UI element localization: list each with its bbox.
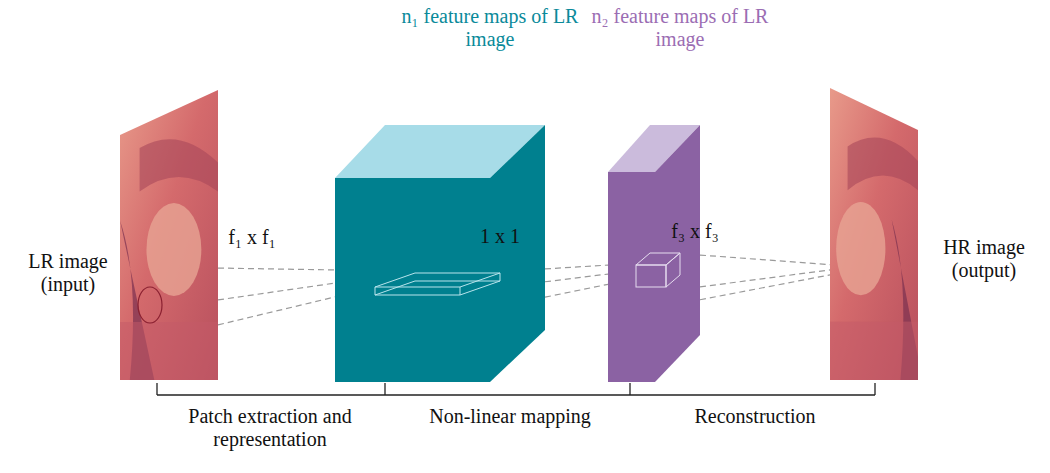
receptive-field-lines [700,255,830,300]
image-label: HR image (output) [932,236,1036,282]
kernel-size: f₁ x f₁ [222,226,282,249]
stage-label: Patch extraction and representation [150,405,390,451]
block-heading: n₁ feature maps of LR image [400,5,580,51]
kernel-size: f₃ x f₃ [660,220,730,243]
kernel-size: 1 x 1 [465,225,535,248]
feature-map-block: n₁ feature maps of LR image1 x 1 [335,125,545,382]
stage-label: Non-linear mapping [420,405,600,428]
feature-map-block: n₂ feature maps of LR imagef₃ x f₃ [608,125,700,382]
feature-cube [335,125,545,382]
portrait-image [120,90,218,380]
receptive-field-lines [218,268,335,325]
block-heading: n₂ feature maps of LR image [590,5,770,51]
feature-cube [608,125,700,382]
output-image: HR image (output) [830,88,918,380]
receptive-field-lines [545,265,608,297]
stage-label: Reconstruction [660,405,850,428]
input-image: LR image (input) [120,90,218,380]
stage-bracket [157,383,875,395]
image-label: LR image (input) [24,250,112,296]
portrait-image [830,88,918,380]
